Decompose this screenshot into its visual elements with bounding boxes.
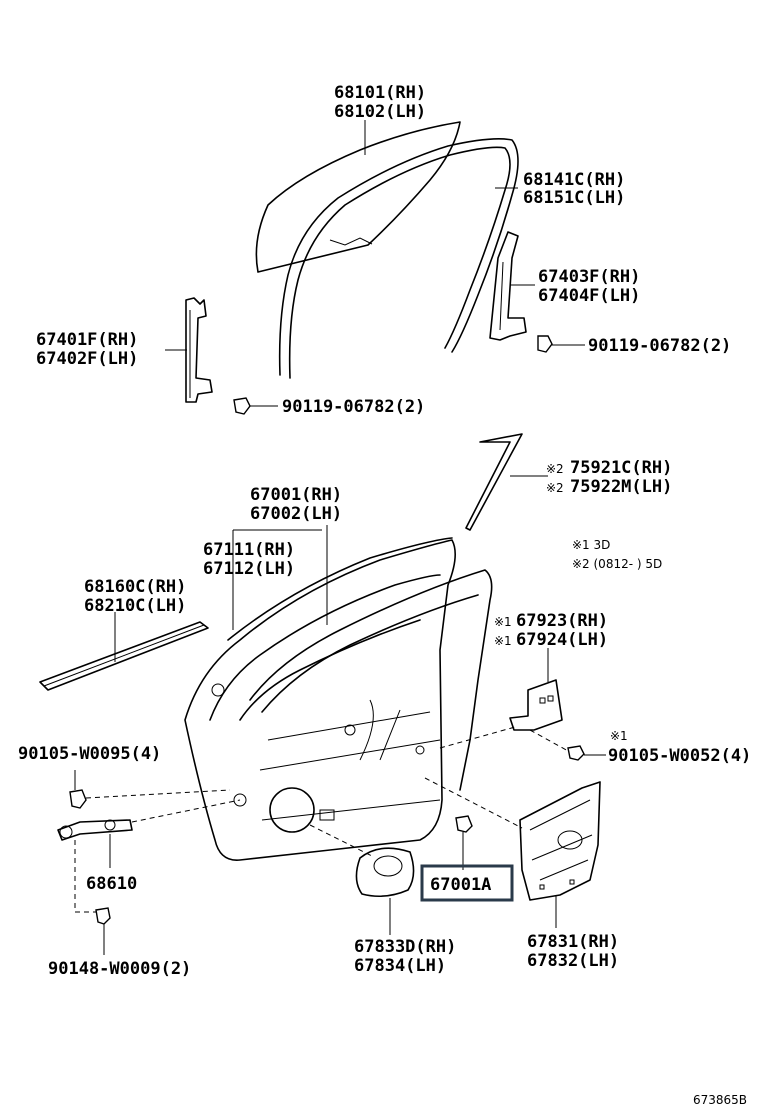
label-bracket-bolt: 90105-W0052(4)	[608, 746, 751, 766]
label-door-panel-lh: 67002(LH)	[250, 504, 342, 524]
service-hole-cover	[519, 781, 601, 901]
label-bracket-mark-2: ※1	[494, 634, 512, 648]
label-service-cover-rh: 67831(RH)	[527, 932, 619, 952]
dash-check-bolt	[85, 789, 231, 799]
hole-cover	[355, 847, 415, 898]
label-bracket-lh: 67924(LH)	[516, 630, 608, 650]
label-door-panel-rh: 67001(RH)	[250, 485, 342, 505]
label-service-cover-lh: 67832(LH)	[527, 951, 619, 971]
bracket-bolt	[567, 745, 585, 761]
label-glass-lh: 68102(LH)	[334, 102, 426, 122]
label-belt-lh: 68210C(LH)	[84, 596, 186, 616]
label-glass-rh: 68101(RH)	[334, 83, 426, 103]
door-bracket	[509, 679, 563, 731]
dash-service-cover	[424, 777, 523, 829]
label-front-channel-lh: 67402F(LH)	[36, 349, 138, 369]
weatherstrip	[227, 537, 453, 641]
label-note-2: ※2 (0812- ) 5D	[572, 557, 662, 571]
check-bolt	[69, 789, 87, 809]
dash-check	[131, 799, 241, 823]
label-weatherstrip-lh: 67112(LH)	[203, 559, 295, 579]
label-belt-rh: 68160C(RH)	[84, 577, 186, 597]
door-stripe	[465, 433, 523, 531]
dash-hole-cover	[309, 824, 373, 857]
label-front-bolt: 90119-06782(2)	[282, 397, 425, 417]
label-front-channel-rh: 67401F(RH)	[36, 330, 138, 350]
label-weatherstrip-rh: 67111(RH)	[203, 540, 295, 560]
label-stripe-mark-1: ※2	[546, 462, 564, 476]
label-bracket-bolt-mark: ※1	[610, 729, 628, 743]
front-channel	[185, 297, 251, 415]
label-hole-cover-lh: 67834(LH)	[354, 956, 446, 976]
label-check-bolt: 90105-W0095(4)	[18, 744, 161, 764]
door-shell-box	[420, 864, 514, 902]
dash-bracket	[439, 726, 516, 749]
label-note-1: ※1 3D	[572, 538, 610, 552]
door-check	[57, 819, 133, 841]
figure-id: 673865B	[693, 1093, 747, 1107]
label-stripe-rh: 75921C(RH)	[570, 458, 672, 478]
label-door-shell: 67001A	[430, 875, 491, 895]
glass-run	[278, 138, 519, 379]
label-run-rh: 68141C(RH)	[523, 170, 625, 190]
label-check-screw: 90148-W0009(2)	[48, 959, 191, 979]
door-shell-clip	[455, 815, 473, 833]
door-panel	[184, 539, 493, 861]
label-stripe-lh: 75922M(LH)	[570, 477, 672, 497]
label-run-lh: 68151C(LH)	[523, 188, 625, 208]
label-rear-channel-rh: 67403F(RH)	[538, 267, 640, 287]
label-bracket-mark-1: ※1	[494, 615, 512, 629]
dash-bracket-bolt	[529, 729, 571, 753]
label-bracket-rh: 67923(RH)	[516, 611, 608, 631]
label-rear-channel-lh: 67404F(LH)	[538, 286, 640, 306]
belt-moulding	[39, 621, 209, 691]
label-door-check: 68610	[86, 874, 137, 894]
rear-channel	[489, 231, 553, 353]
label-stripe-mark-2: ※2	[546, 481, 564, 495]
label-rear-bolt: 90119-06782(2)	[588, 336, 731, 356]
check-screw	[95, 907, 111, 925]
label-hole-cover-rh: 67833D(RH)	[354, 937, 456, 957]
